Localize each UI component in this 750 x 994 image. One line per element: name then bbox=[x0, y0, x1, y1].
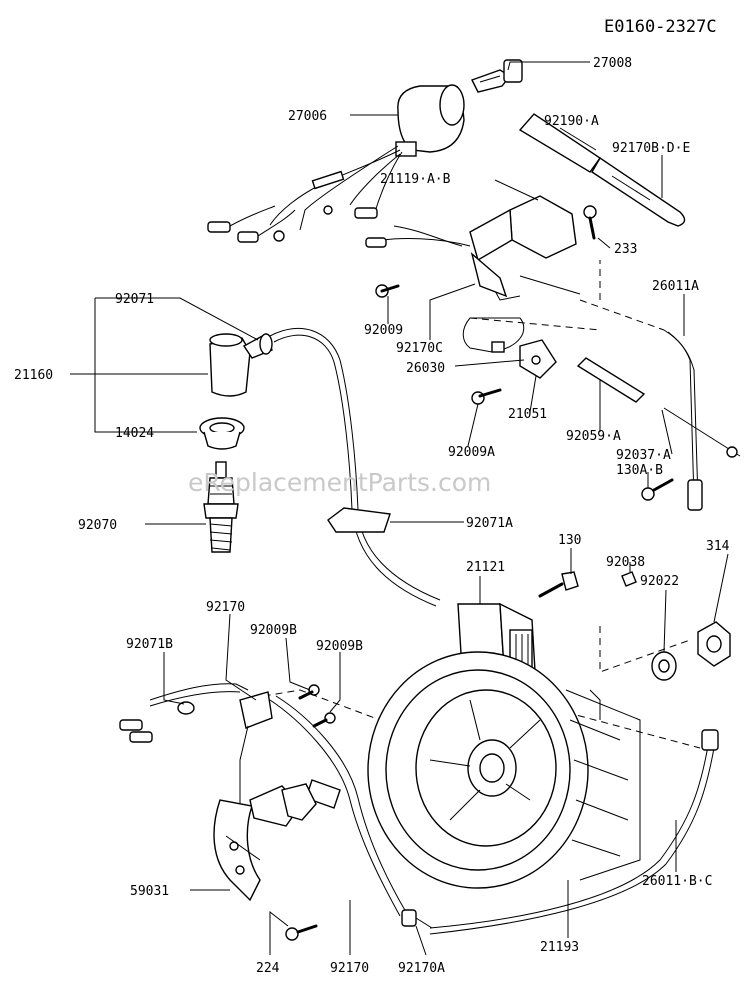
label-92190A: 92190·A bbox=[544, 114, 599, 129]
ignition-switch-drawing bbox=[395, 84, 465, 157]
label-21193: 21193 bbox=[540, 940, 579, 955]
label-26011A: 26011A bbox=[652, 279, 699, 294]
ht-cable-drawing bbox=[269, 327, 441, 607]
label-21160: 21160 bbox=[14, 368, 53, 383]
label-14024: 14024 bbox=[115, 426, 154, 441]
label-92009B-2: 92009B bbox=[316, 639, 363, 654]
watermark: eReplacementParts.com bbox=[188, 468, 491, 497]
label-92009B-1: 92009B bbox=[250, 623, 297, 638]
label-92170BDE: 92170B·D·E bbox=[612, 141, 690, 156]
stop-switch-drawing bbox=[213, 783, 317, 902]
key-drawing bbox=[471, 59, 523, 93]
label-92170-bottom: 92170 bbox=[330, 961, 369, 976]
label-92009A: 92009A bbox=[448, 445, 495, 460]
label-21121: 21121 bbox=[466, 560, 505, 575]
ignition-module-drawing bbox=[365, 195, 581, 301]
tube-drawing bbox=[576, 357, 646, 403]
leader-lines bbox=[70, 61, 729, 956]
screw-224-drawing bbox=[285, 924, 318, 941]
part-labels: 27008 27006 92190·A 92170B·D·E 21119·A·B… bbox=[14, 56, 730, 976]
screw-130A-drawing bbox=[641, 478, 674, 501]
label-59031: 59031 bbox=[130, 884, 169, 899]
grommet-drawing bbox=[199, 417, 245, 450]
nut-drawing bbox=[697, 621, 731, 667]
label-130AB: 130A·B bbox=[616, 463, 663, 478]
switch-harness-drawing bbox=[207, 145, 403, 243]
lead-wire-26011BC-drawing bbox=[429, 729, 719, 935]
label-92037A: 92037·A bbox=[616, 448, 671, 463]
label-92071B: 92071B bbox=[126, 637, 173, 652]
alignment-lines bbox=[239, 260, 701, 749]
label-92059A: 92059·A bbox=[566, 429, 621, 444]
spark-plug-drawing bbox=[203, 461, 239, 553]
label-92170C: 92170C bbox=[396, 341, 443, 356]
label-27008: 27008 bbox=[593, 56, 632, 71]
label-26011BC: 26011·B·C bbox=[642, 874, 712, 889]
label-92071: 92071 bbox=[115, 292, 154, 307]
label-92070: 92070 bbox=[78, 518, 117, 533]
label-130: 130 bbox=[558, 533, 581, 548]
label-21119AB: 21119·A·B bbox=[380, 172, 451, 187]
diagram-code: E0160-2327C bbox=[604, 17, 717, 37]
lead-wire-26011A-drawing bbox=[663, 329, 741, 511]
label-27006: 27006 bbox=[288, 109, 327, 124]
label-92038: 92038 bbox=[606, 555, 645, 570]
label-224: 224 bbox=[256, 961, 280, 976]
plate-strap-drawing bbox=[518, 113, 686, 227]
spark-plug-cap-drawing bbox=[209, 332, 273, 397]
label-92170: 92170 bbox=[206, 600, 245, 615]
label-233: 233 bbox=[614, 242, 637, 257]
screws-92009B-drawing bbox=[298, 684, 336, 728]
screw-92009A-drawing bbox=[471, 388, 502, 405]
label-92170A: 92170A bbox=[398, 961, 445, 976]
bolt-130-drawing bbox=[538, 571, 579, 598]
screw-92009-drawing bbox=[375, 284, 400, 298]
label-92022: 92022 bbox=[640, 574, 679, 589]
diode-plate-drawing bbox=[519, 339, 557, 379]
label-314: 314 bbox=[706, 539, 730, 554]
flywheel-drawing bbox=[367, 651, 641, 889]
key-92038-drawing bbox=[621, 571, 637, 587]
label-21051: 21051 bbox=[508, 407, 547, 422]
cable-boot-drawing bbox=[327, 507, 391, 533]
label-26030: 26030 bbox=[406, 361, 445, 376]
washer-drawing bbox=[651, 651, 677, 681]
screw-233-drawing bbox=[583, 205, 597, 240]
clamp-wire-drawing bbox=[462, 317, 525, 353]
label-92009: 92009 bbox=[364, 323, 403, 338]
label-92071A: 92071A bbox=[466, 516, 513, 531]
